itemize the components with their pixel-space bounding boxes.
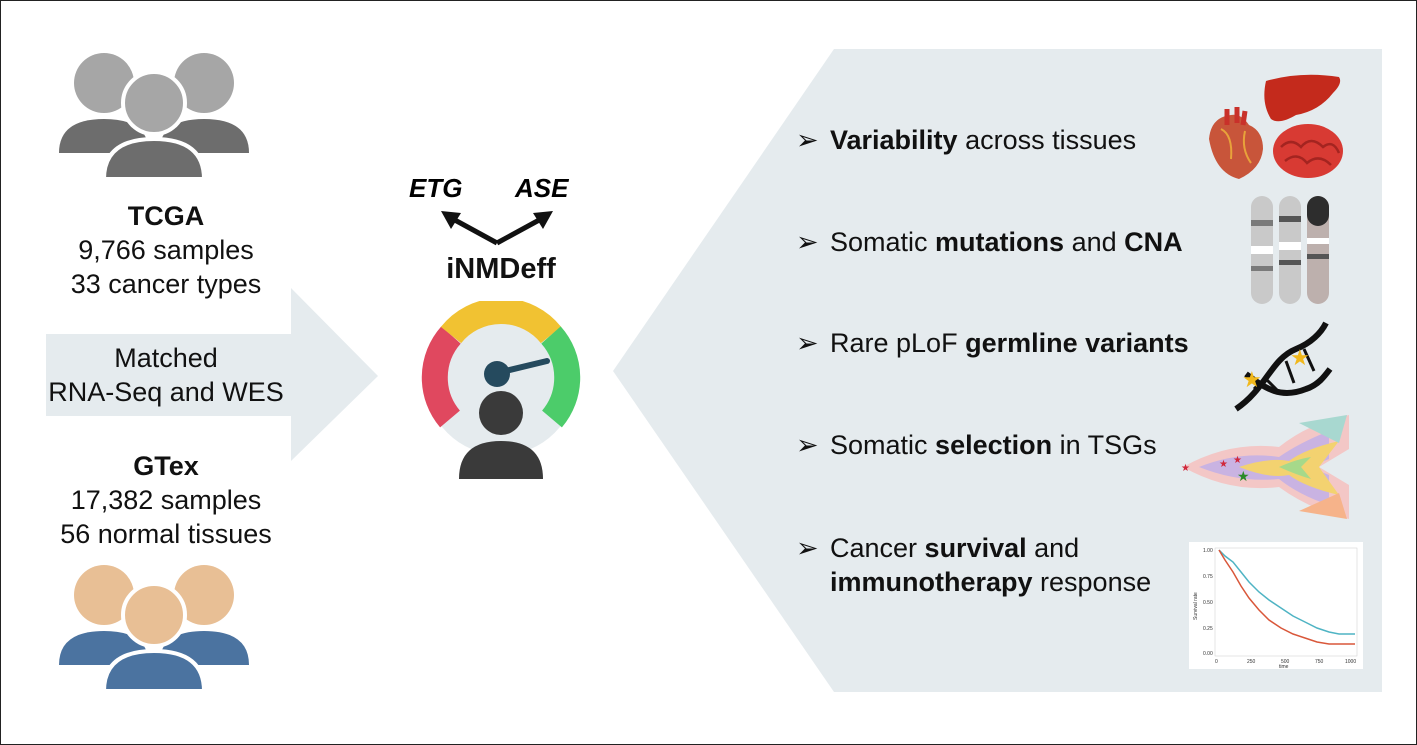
gtex-block: GTex 17,382 samples 56 normal tissues <box>36 449 296 551</box>
organs-icon <box>1209 74 1343 179</box>
bullet-somatic-mutations: ➢ Somatic mutations and CNA <box>796 225 1183 259</box>
inmdeff-title: iNMDeff <box>446 253 556 285</box>
bullet-bold: selection <box>935 430 1053 460</box>
bullet-bold: Variability <box>830 125 958 155</box>
y-label: Survival rate <box>1193 592 1199 620</box>
bullet-bold: germline variants <box>965 328 1189 358</box>
branch-arrows <box>441 211 553 246</box>
arrowhead-icon: ➢ <box>796 328 819 358</box>
bullet-text: Somatic <box>830 430 936 460</box>
matched-arrow <box>46 288 378 461</box>
gauge-icon <box>421 301 581 479</box>
survival-curve-blue <box>1218 549 1355 635</box>
bullet-text: and <box>1064 227 1125 257</box>
y-tick: 0.00 <box>1203 651 1213 657</box>
arrowhead-icon: ➢ <box>796 227 819 257</box>
bullet-bold: immunotherapy <box>830 567 1033 597</box>
ase-label: ASE <box>515 173 569 203</box>
tcga-samples: 9,766 samples <box>78 235 254 265</box>
matched-block: Matched RNA-Seq and WES <box>36 341 296 409</box>
x-tick: 1000 <box>1345 659 1356 665</box>
matched-line1: Matched <box>114 343 218 373</box>
etg-label: ETG <box>409 173 463 203</box>
bullet-survival: ➢ Cancer survival and immunotherapy respo… <box>796 531 1151 599</box>
tcga-people-icon <box>59 53 249 181</box>
chromosomes-icon <box>1251 196 1329 304</box>
star-icon: ★ <box>1233 455 1242 466</box>
bullet-bold: survival <box>924 533 1027 563</box>
bullet-text: and <box>1026 533 1080 563</box>
chromosome-3 <box>1307 196 1329 304</box>
arrowhead-icon: ➢ <box>796 125 819 155</box>
y-tick: 1.00 <box>1203 548 1213 554</box>
survival-plot: 1.00 0.75 0.50 0.25 0.00 0 250 500 750 1… <box>1189 542 1363 669</box>
star-icon: ★ <box>1290 345 1310 370</box>
bullet-text: Rare pLoF <box>830 328 966 358</box>
clonal-evolution-icon: ★ ★ ★ ★ <box>1181 415 1349 519</box>
bullet-text: Somatic <box>830 227 936 257</box>
bullet-text: across tissues <box>957 125 1137 155</box>
liver-icon <box>1264 74 1341 122</box>
star-icon: ★ <box>1242 367 1262 392</box>
y-tick: 0.25 <box>1203 626 1213 632</box>
x-tick: 500 <box>1281 659 1290 665</box>
brain-icon <box>1273 124 1343 178</box>
bullet-bold: CNA <box>1124 227 1183 257</box>
x-tick: 0 <box>1215 659 1218 665</box>
arrowhead-icon: ➢ <box>796 533 819 563</box>
gtex-title: GTex <box>133 451 199 481</box>
bullet-germline: ➢ Rare pLoF germline variants <box>796 326 1189 360</box>
dna-icon: ★ ★ <box>1234 321 1333 412</box>
bullet-text: Cancer <box>830 533 925 563</box>
bullet-variability: ➢ Variability across tissues <box>796 123 1136 157</box>
gtex-people-icon <box>59 565 249 693</box>
tcga-block: TCGA 9,766 samples 33 cancer types <box>41 199 291 301</box>
tcga-types: 33 cancer types <box>70 269 262 299</box>
star-icon: ★ <box>1237 468 1250 484</box>
star-icon: ★ <box>1181 463 1190 474</box>
bullet-selection: ➢ Somatic selection in TSGs <box>796 428 1157 462</box>
x-tick: 250 <box>1247 659 1256 665</box>
gtex-tissues: 56 normal tissues <box>60 519 272 549</box>
arrowhead-icon: ➢ <box>796 430 819 460</box>
y-tick: 0.75 <box>1203 574 1213 580</box>
bullet-text: response <box>1032 567 1152 597</box>
tcga-title: TCGA <box>127 201 205 231</box>
y-tick: 0.50 <box>1203 600 1213 606</box>
bullet-bold: mutations <box>935 227 1065 257</box>
x-tick: 750 <box>1315 659 1324 665</box>
matched-line2: RNA-Seq and WES <box>48 377 284 407</box>
heart-icon <box>1209 107 1263 179</box>
bullet-text: in TSGs <box>1052 430 1157 460</box>
chromosome-1 <box>1251 196 1273 304</box>
star-icon: ★ <box>1219 459 1228 470</box>
chromosome-2 <box>1279 196 1301 304</box>
results-panel <box>613 49 1382 692</box>
gtex-samples: 17,382 samples <box>70 485 262 515</box>
x-label: time <box>1279 664 1289 669</box>
survival-curve-red <box>1218 549 1355 645</box>
